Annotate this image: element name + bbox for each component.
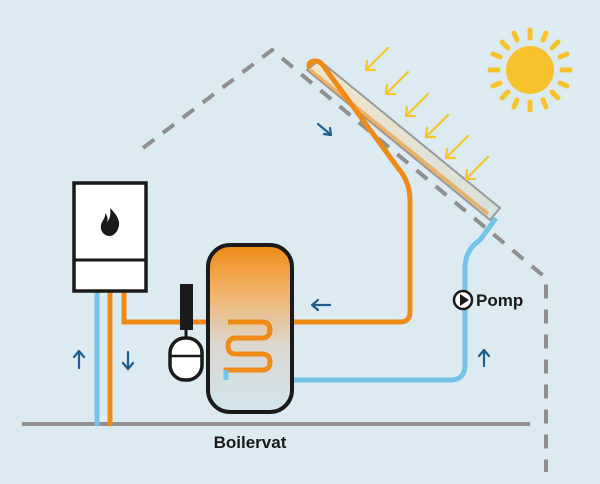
cold-supply-pipe xyxy=(226,216,499,383)
expansion-vessel xyxy=(168,284,204,382)
arrow-down-left-icon xyxy=(424,113,450,139)
storage-tank xyxy=(206,243,294,414)
arrow-down-right-icon xyxy=(316,122,333,137)
arrow-left-icon xyxy=(310,298,332,312)
pump: Pomp xyxy=(452,289,523,311)
arrow-down-left-icon xyxy=(444,134,470,160)
collector-hot-leg xyxy=(308,68,490,216)
sunray-arrows xyxy=(364,46,490,181)
arrow-up-icon xyxy=(72,349,86,370)
arrow-down-left-icon xyxy=(364,46,390,72)
flame-icon xyxy=(100,208,120,236)
roof-outline xyxy=(141,47,548,472)
arrow-down-icon xyxy=(121,350,135,371)
boiler-to-tank-pipe xyxy=(121,290,210,325)
arrow-down-left-icon xyxy=(404,92,430,118)
pump-label: Pomp xyxy=(476,291,523,310)
arrow-down-left-icon xyxy=(384,70,410,96)
sun-icon xyxy=(487,27,573,113)
arrow-up-icon xyxy=(477,348,491,368)
boiler-unit xyxy=(72,181,148,293)
boiler-pipes xyxy=(94,287,113,427)
arrow-down-left-icon xyxy=(464,155,490,181)
flow-arrows xyxy=(72,122,491,371)
tank-label: Boilervat xyxy=(214,433,287,452)
